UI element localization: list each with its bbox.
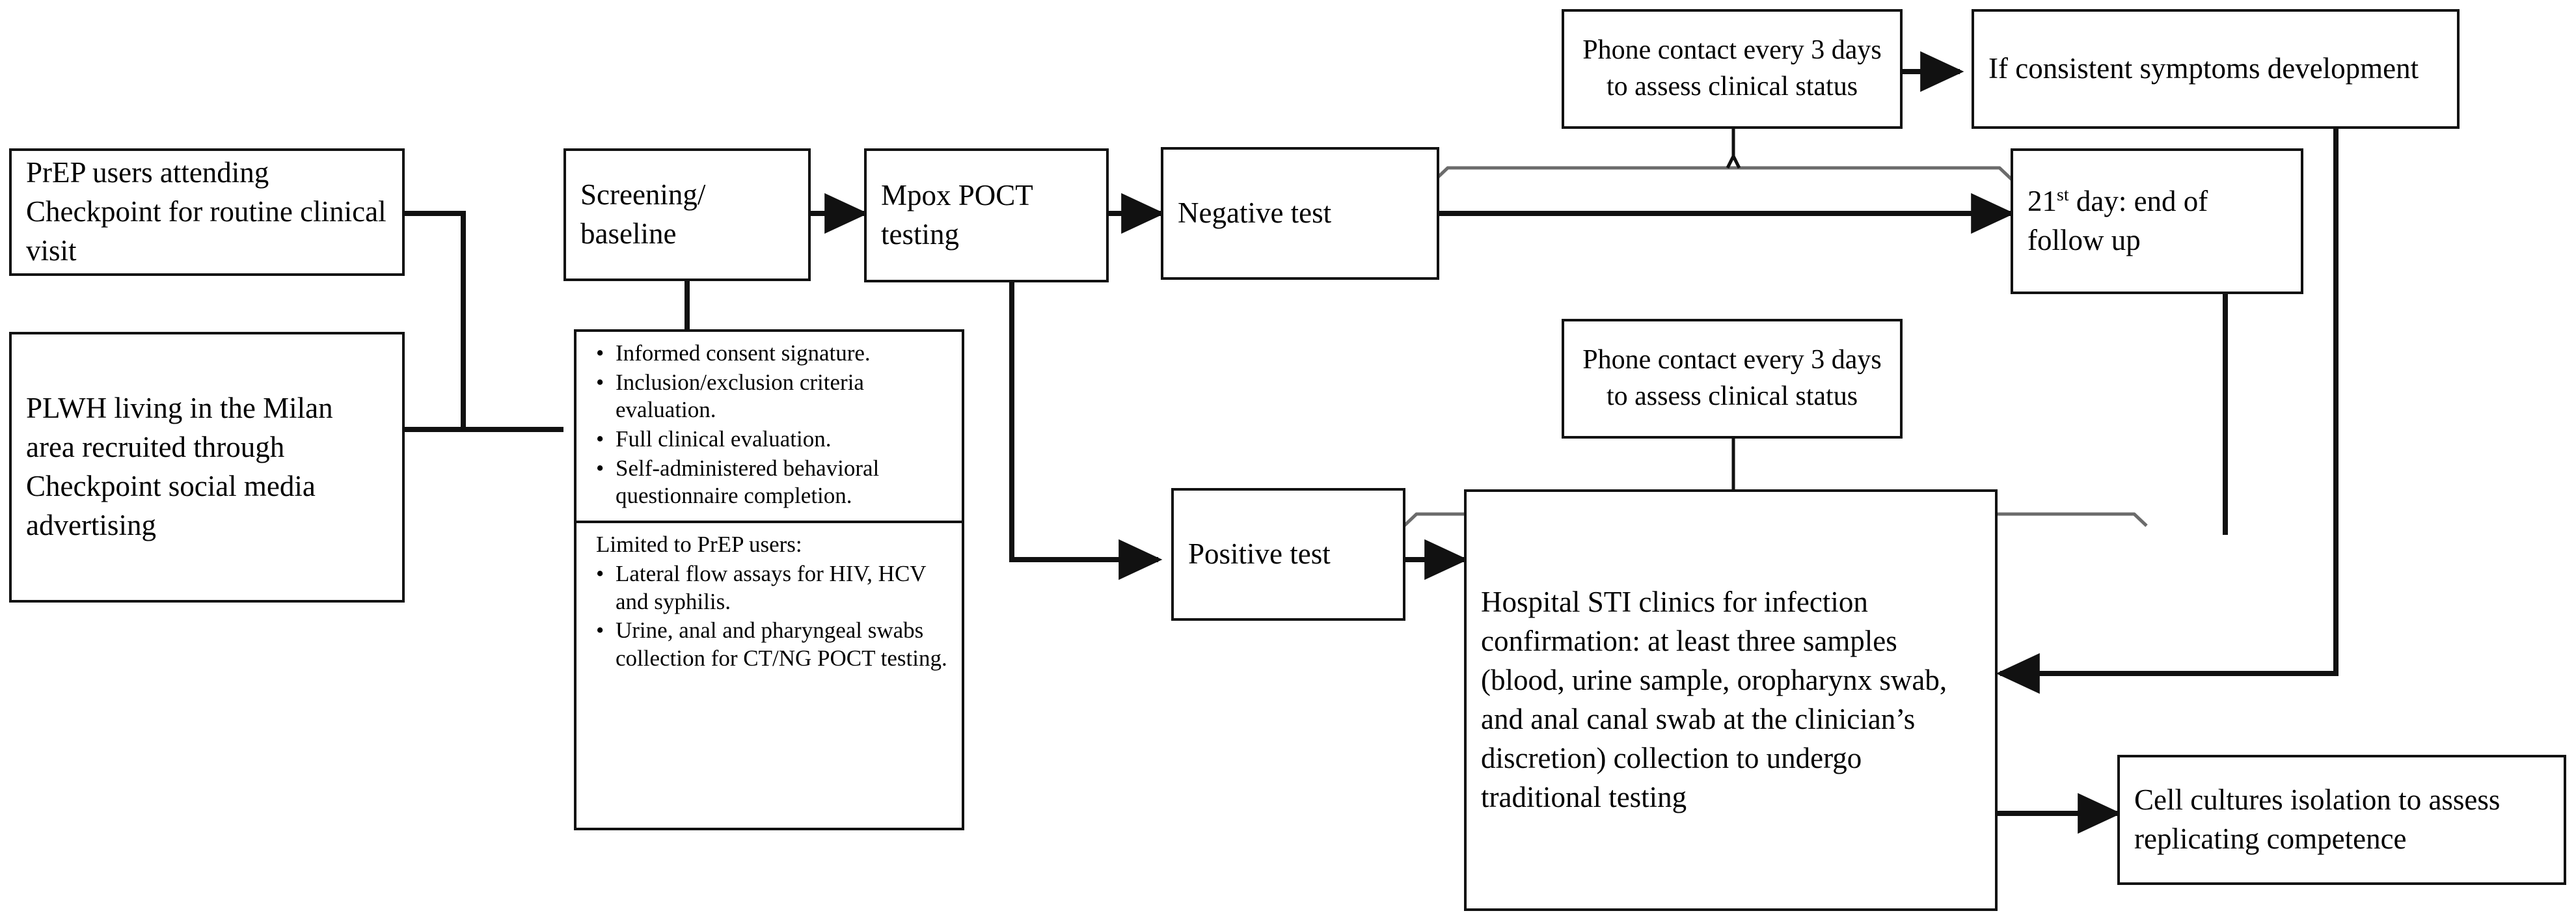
- baseline-details-list-two: Lateral flow assays for HIV, HCV and syp…: [587, 560, 951, 673]
- node-symptoms-development[interactable]: If consistent symptoms development: [1972, 9, 2460, 129]
- node-mpox-poct-testing-label: Mpox POCT testing: [881, 179, 1033, 251]
- node-phone-contact-top[interactable]: Phone contact every 3 days to assess cli…: [1562, 9, 1903, 129]
- node-phone-contact-top-label: Phone contact every 3 days to assess cli…: [1582, 35, 1882, 102]
- node-end-of-follow-up[interactable]: 21st day: end of follow up: [2011, 148, 2303, 294]
- node-hospital-sti-clinics-label: Hospital STI clinics for infection confi…: [1481, 586, 1947, 813]
- node-screening-baseline-label: Screening/ baseline: [580, 178, 706, 250]
- node-prep-users[interactable]: PrEP users attending Checkpoint for rout…: [9, 148, 405, 276]
- tick-phonetop-to-bracket: [1726, 128, 1735, 169]
- ordinal-suffix: st: [2057, 185, 2069, 206]
- edge-prep-to-screening: [405, 211, 563, 432]
- node-plwh-users-label: PLWH living in the Milan area recruited …: [26, 392, 333, 541]
- node-positive-test[interactable]: Positive test: [1171, 488, 1405, 621]
- node-hospital-sti-clinics[interactable]: Hospital STI clinics for infection confi…: [1464, 489, 1998, 911]
- node-cell-cultures-isolation-label: Cell cultures isolation to assess replic…: [2134, 783, 2501, 855]
- list-item: Self-administered behavioral questionnai…: [596, 455, 951, 510]
- baseline-details-section-two: Limited to PrEP users: Lateral flow assa…: [576, 523, 962, 683]
- baseline-details-section-two-lead: Limited to PrEP users:: [596, 532, 802, 558]
- baseline-details-section-one: Informed consent signature. Inclusion/ex…: [576, 332, 962, 524]
- node-end-of-follow-up-label: 21st day: end of follow up: [2027, 185, 2208, 256]
- list-item: Full clinical evaluation.: [596, 426, 951, 454]
- node-mpox-poct-testing[interactable]: Mpox POCT testing: [864, 148, 1109, 282]
- baseline-details-list-one: Informed consent signature. Inclusion/ex…: [587, 340, 951, 510]
- list-item: Inclusion/exclusion criteria evaluation.: [596, 369, 951, 424]
- node-prep-users-label: PrEP users attending Checkpoint for rout…: [26, 156, 386, 267]
- node-negative-test[interactable]: Negative test: [1161, 147, 1439, 280]
- node-plwh-users[interactable]: PLWH living in the Milan area recruited …: [9, 332, 405, 603]
- edge-mpox-to-positive: [1009, 282, 1163, 580]
- tick-phonetop-to-bracket-b: [1731, 155, 1741, 169]
- node-phone-contact-bottom-label: Phone contact every 3 days to assess cli…: [1582, 345, 1882, 411]
- bracket-negative-followup: [1434, 166, 2013, 181]
- list-item: Lateral flow assays for HIV, HCV and syp…: [596, 560, 951, 616]
- node-baseline-details[interactable]: Informed consent signature. Inclusion/ex…: [574, 329, 964, 830]
- node-positive-test-label: Positive test: [1188, 537, 1331, 571]
- list-item: Urine, anal and pharyngeal swabs collect…: [596, 617, 951, 672]
- node-screening-baseline[interactable]: Screening/ baseline: [563, 148, 811, 281]
- node-cell-cultures-isolation[interactable]: Cell cultures isolation to assess replic…: [2117, 755, 2566, 885]
- node-negative-test-label: Negative test: [1178, 197, 1332, 230]
- node-symptoms-development-label: If consistent symptoms development: [1988, 52, 2419, 85]
- list-item: Informed consent signature.: [596, 340, 951, 368]
- node-phone-contact-bottom[interactable]: Phone contact every 3 days to assess cli…: [1562, 319, 1903, 439]
